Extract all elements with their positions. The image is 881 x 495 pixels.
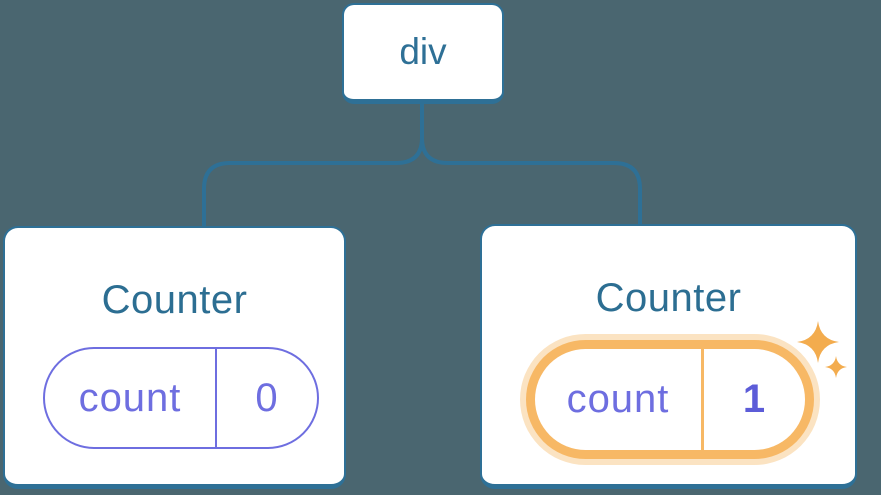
counter-title: Counter [101, 278, 248, 322]
counter-card-left: Counter count 0 [3, 226, 346, 489]
state-pill: count 0 [43, 347, 319, 449]
root-node: div [342, 3, 504, 104]
counter-card-right: Counter count 1 [480, 224, 857, 489]
sparkle-large [797, 321, 839, 363]
counter-title: Counter [595, 276, 742, 320]
state-pill: count 1 [535, 349, 805, 450]
pill-divider [215, 349, 217, 447]
state-name: count [78, 375, 182, 420]
pill-divider [701, 349, 704, 450]
connector-right-branch [420, 137, 642, 236]
state-value: 0 [255, 375, 279, 420]
root-node-label: div [399, 31, 447, 72]
state-value: 1 [742, 377, 767, 421]
connector-left-branch [202, 100, 424, 236]
sparkles-icon [797, 321, 847, 378]
state-pill-highlight-halo: count 1 [520, 334, 820, 465]
state-name: count [566, 377, 670, 421]
state-pill-highlight-ring: count 1 [526, 340, 814, 459]
sparkle-small [825, 356, 847, 378]
